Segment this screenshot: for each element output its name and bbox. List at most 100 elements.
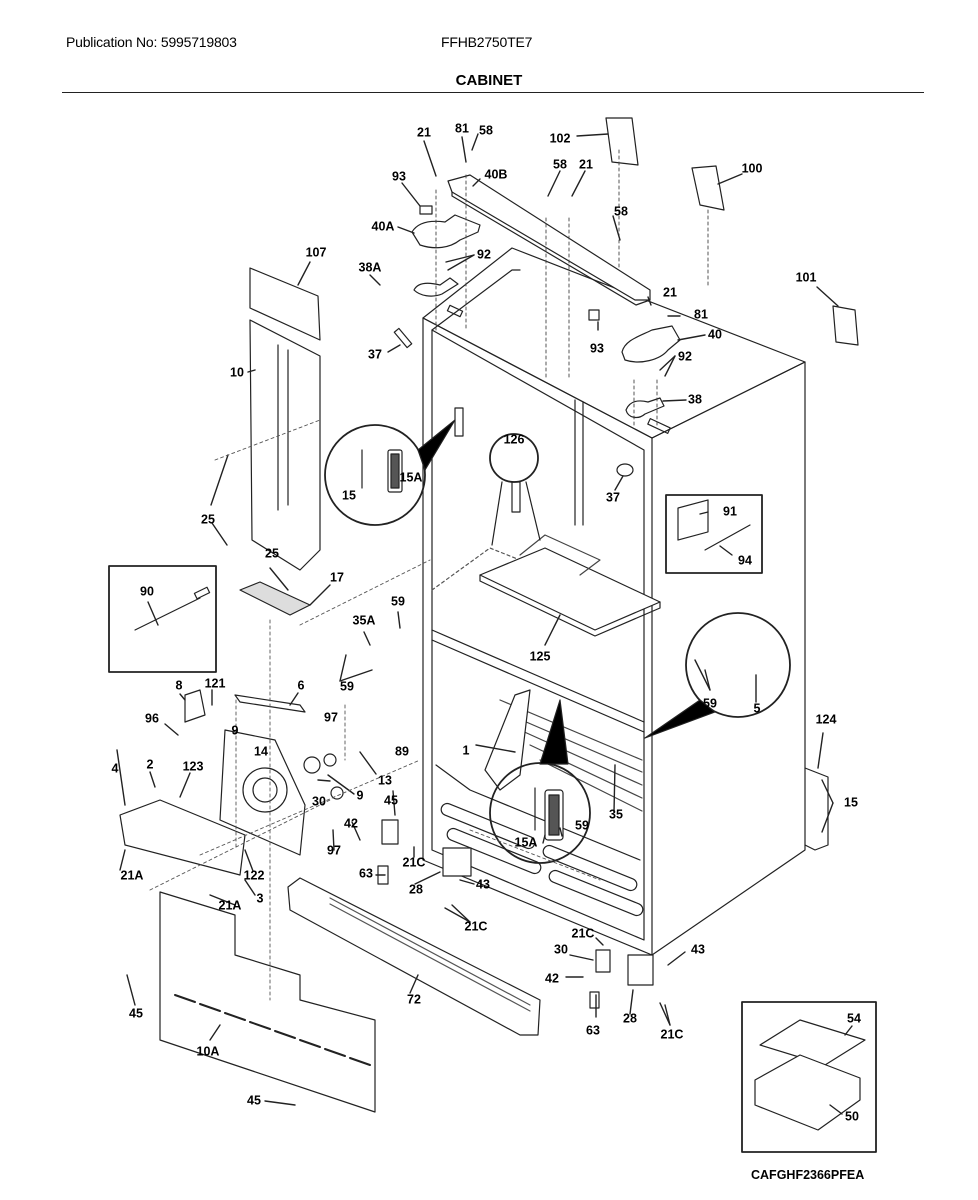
part-label[interactable]: 45	[129, 1006, 143, 1021]
part-label[interactable]: 38A	[358, 260, 382, 275]
part-label[interactable]: 38	[688, 392, 702, 407]
publication-number: Publication No: 5995719803	[66, 34, 237, 50]
part-label[interactable]: 21C	[571, 926, 595, 941]
part-label[interactable]: 54	[847, 1011, 861, 1026]
part-label[interactable]: 25	[265, 546, 279, 561]
part-label[interactable]: 13	[378, 773, 392, 788]
part-label[interactable]: 124	[815, 712, 837, 727]
part-label[interactable]: 3	[256, 891, 264, 906]
part-label[interactable]: 59	[703, 696, 717, 711]
leader-lines	[116, 133, 853, 1115]
part-label[interactable]: 10	[230, 365, 244, 380]
part-label[interactable]: 45	[384, 793, 398, 808]
detail-circle-126	[489, 433, 541, 546]
part-label[interactable]: 59	[391, 594, 405, 609]
alignment-lines	[149, 419, 601, 1001]
part-label[interactable]: 58	[479, 123, 493, 138]
part-label[interactable]: 15	[844, 795, 858, 810]
detail-circle-15-lower	[489, 699, 591, 864]
part-label[interactable]: 94	[738, 553, 752, 568]
part-label[interactable]: 14	[254, 744, 268, 759]
part-label[interactable]: 81	[694, 307, 708, 322]
part-label[interactable]: 93	[590, 341, 604, 356]
part-label[interactable]: 45	[247, 1093, 261, 1108]
part-label[interactable]: 59	[575, 818, 589, 833]
part-label[interactable]: 81	[455, 121, 469, 136]
part-label[interactable]: 15A	[399, 470, 423, 485]
part-label[interactable]: 63	[586, 1023, 600, 1038]
part-label[interactable]: 30	[554, 942, 568, 957]
part-label[interactable]: 100	[741, 161, 763, 176]
part-label[interactable]: 35	[609, 807, 623, 822]
part-label[interactable]: 37	[368, 347, 382, 362]
part-label[interactable]: 21C	[402, 855, 426, 870]
part-label[interactable]: 4	[111, 761, 119, 776]
condenser-fan-assembly	[119, 689, 344, 876]
part-label[interactable]: 21A	[120, 868, 144, 883]
detail-circle-35	[644, 612, 791, 739]
part-label[interactable]: 63	[359, 866, 373, 881]
grille-72	[287, 877, 541, 1036]
part-label[interactable]: 21C	[464, 919, 488, 934]
part-label[interactable]: 30	[312, 794, 326, 809]
part-label[interactable]: 21C	[660, 1027, 684, 1042]
part-label[interactable]: 122	[243, 868, 265, 883]
header-divider	[62, 92, 924, 93]
part-label[interactable]: 72	[407, 992, 421, 1007]
air-duct-assembly	[239, 267, 321, 616]
part-label[interactable]: 107	[305, 245, 327, 260]
part-label[interactable]: 21	[579, 157, 593, 172]
part-label[interactable]: 97	[324, 710, 338, 725]
part-label[interactable]: 15A	[514, 835, 538, 850]
inset-box-91-94	[665, 494, 763, 574]
part-label[interactable]: 21A	[218, 898, 242, 913]
part-label[interactable]: 123	[182, 759, 204, 774]
part-label[interactable]: 58	[553, 157, 567, 172]
part-label[interactable]: 17	[330, 570, 344, 585]
part-label[interactable]: 126	[503, 432, 525, 447]
inset-code: CAFGHF2366PFEA	[751, 1168, 865, 1182]
part-label[interactable]: 89	[395, 744, 409, 759]
part-label[interactable]: 5	[753, 701, 761, 716]
part-label[interactable]: 58	[614, 204, 628, 219]
part-label[interactable]: 37	[606, 490, 620, 505]
part-label[interactable]: 97	[327, 843, 341, 858]
part-label[interactable]: 42	[545, 971, 559, 986]
part-label[interactable]: 92	[678, 349, 692, 364]
part-label[interactable]: 28	[409, 882, 423, 897]
model-number: FFHB2750TE7	[441, 34, 533, 50]
part-label[interactable]: 9	[356, 788, 364, 803]
part-label[interactable]: 101	[795, 270, 817, 285]
part-label[interactable]: 125	[529, 649, 551, 664]
part-label[interactable]: 50	[845, 1109, 859, 1124]
part-label[interactable]: 40A	[371, 219, 395, 234]
part-label[interactable]: 102	[549, 131, 571, 146]
part-label[interactable]: 1	[462, 743, 470, 758]
part-label[interactable]: 96	[145, 711, 159, 726]
part-label[interactable]: 90	[140, 584, 154, 599]
part-label[interactable]: 40B	[484, 167, 508, 182]
part-label[interactable]: 8	[175, 678, 183, 693]
part-label[interactable]: 2	[146, 757, 154, 772]
part-label[interactable]: 40	[708, 327, 722, 342]
part-label[interactable]: 9	[231, 723, 239, 738]
part-label[interactable]: 42	[344, 816, 358, 831]
part-label[interactable]: 91	[723, 504, 737, 519]
part-label[interactable]: 15	[342, 488, 356, 503]
part-label[interactable]: 121	[204, 676, 226, 691]
section-title: CABINET	[455, 72, 523, 89]
part-label[interactable]: 59	[340, 679, 354, 694]
part-label[interactable]: 43	[691, 942, 705, 957]
part-label[interactable]: 92	[477, 247, 491, 262]
part-label[interactable]: 21	[663, 285, 677, 300]
part-label[interactable]: 25	[201, 512, 215, 527]
inset-box-50-54	[741, 1001, 877, 1153]
part-label[interactable]: 10A	[196, 1044, 220, 1059]
part-label[interactable]: 35A	[352, 613, 376, 628]
part-label[interactable]: 93	[392, 169, 406, 184]
part-label[interactable]: 28	[623, 1011, 637, 1026]
part-label[interactable]: 21	[417, 125, 431, 140]
part-label[interactable]: 43	[476, 877, 490, 892]
part-label[interactable]: 6	[297, 678, 305, 693]
